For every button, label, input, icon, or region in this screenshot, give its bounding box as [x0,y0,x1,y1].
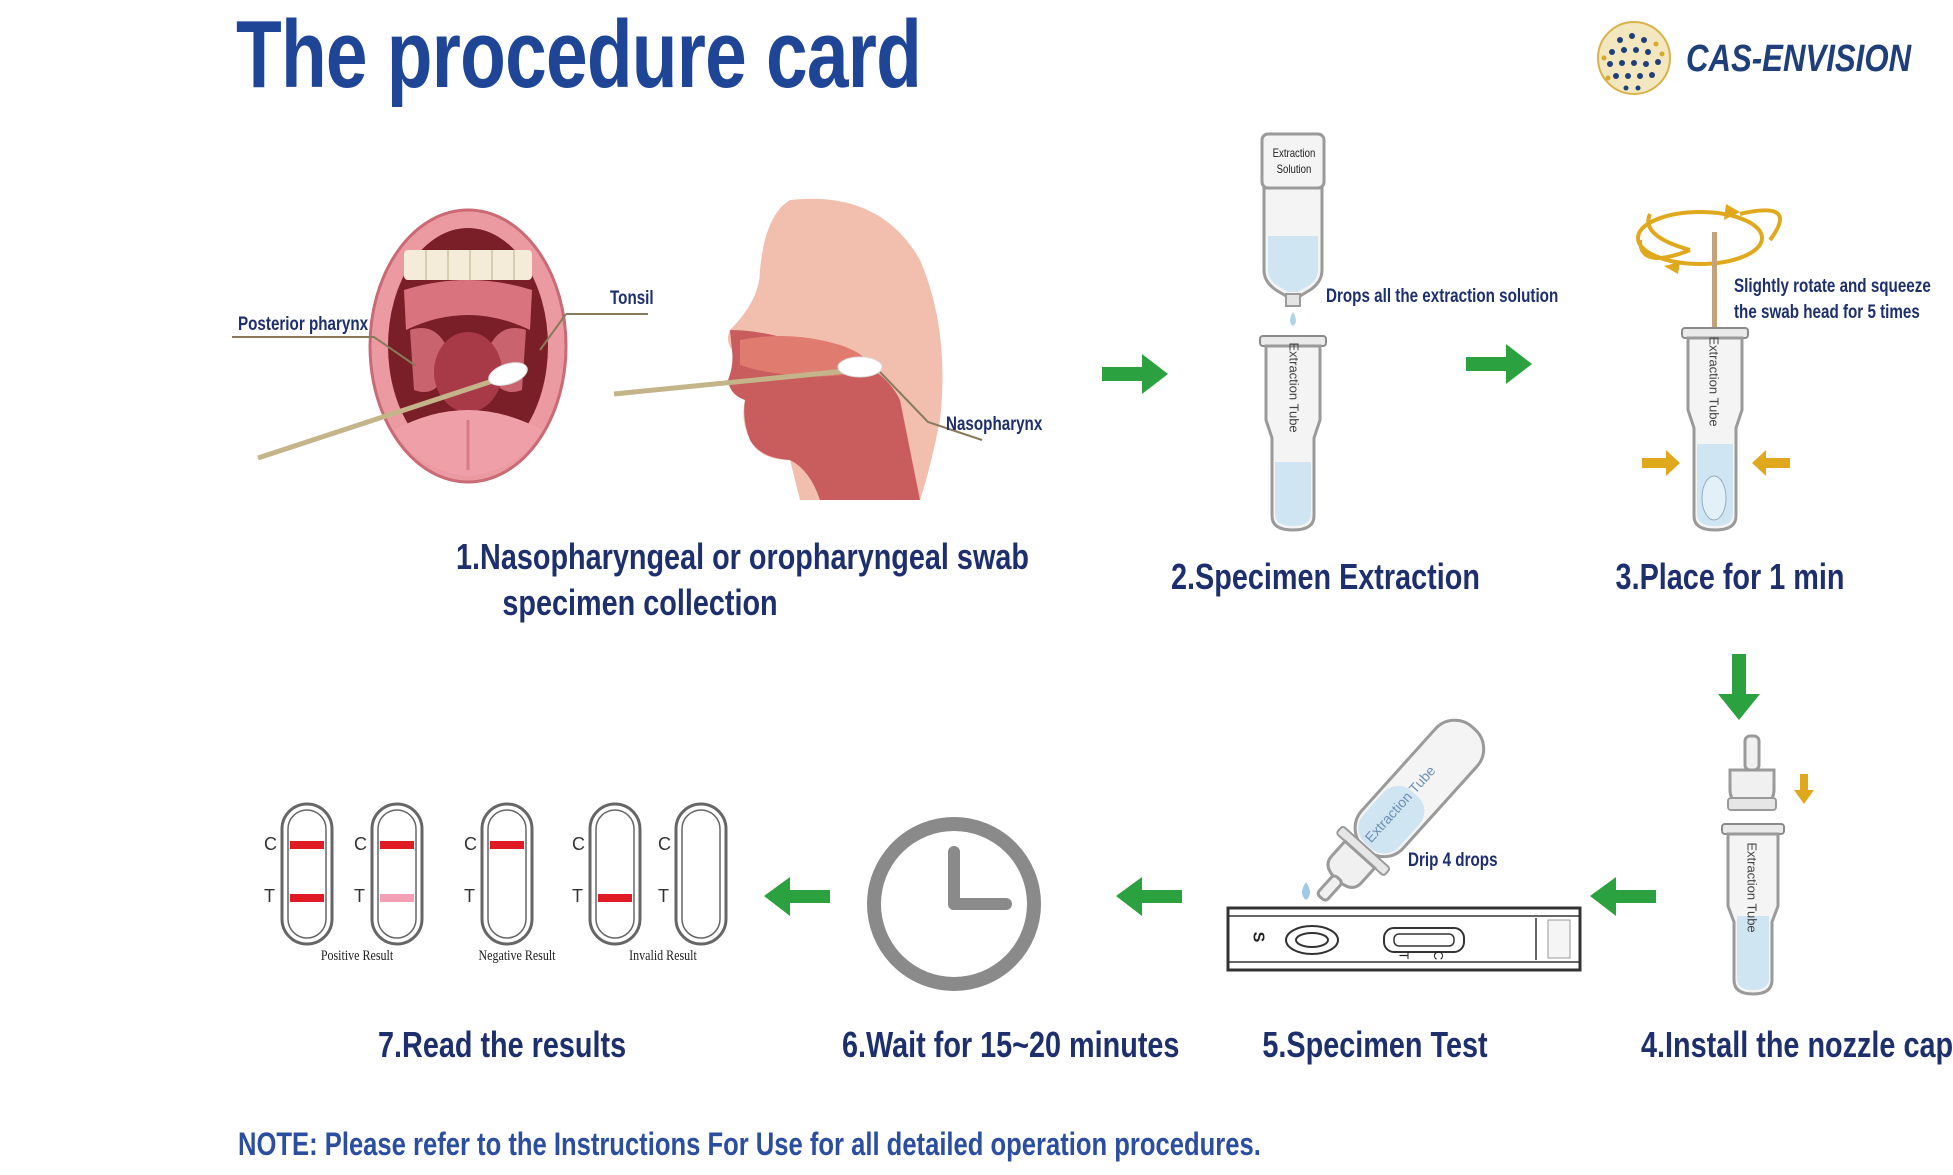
mark-c: C [264,834,277,854]
extraction-tube [1721,823,1785,996]
step4-title: 4.Install the nozzle cap [1641,1024,1953,1065]
dropper-tube [1316,718,1486,902]
result-positive-label: Positive Result [320,948,394,964]
bottle-label-line1: Extraction [1272,146,1316,160]
step2-instruction: Drops all the extraction solution [1326,286,1559,307]
extraction-tube-with-swab [1681,232,1749,532]
step3-tube-label: Extraction Tube [1706,336,1722,427]
arrow-left-icon [1590,877,1656,916]
arrow-right-icon [1466,344,1532,384]
test-line-faint [380,894,414,902]
squeeze-arrow-icon [1642,450,1790,476]
rotate-arrows-icon [1636,210,1764,266]
control-line [380,841,414,849]
step2-title: 2.Specimen Extraction [1171,556,1480,597]
step1-title-line2: specimen collection [502,582,778,623]
test-line [290,894,324,902]
clock-icon [867,817,1041,991]
mark-c: C [658,834,671,854]
step6-title: 6.Wait for 15~20 minutes [842,1024,1180,1065]
mark-t: T [264,886,275,906]
step3-title: 3.Place for 1 min [1615,556,1845,597]
result-invalid-label: Invalid Result [629,948,697,964]
result-negative-label: Negative Result [478,948,556,964]
label-tonsil: Tonsil [610,288,654,309]
mark-c: C [354,834,367,854]
arrow-down-small-icon [1794,774,1814,804]
control-line [490,841,524,849]
extraction-solution-bottle [1260,132,1326,326]
mark-t: T [572,886,583,906]
arrow-left-icon [1116,877,1182,916]
step5-title: 5.Specimen Test [1262,1024,1488,1065]
brand-name: CAS-ENVISION [1686,38,1912,80]
sample-well-mark: S [1249,931,1267,943]
test-line [598,894,632,902]
extraction-tube [1259,335,1327,532]
result-strip [480,802,534,946]
result-strip [674,802,728,946]
label-nasopharynx: Nasopharynx [946,414,1043,435]
mark-t: T [658,886,669,906]
mark-t: T [354,886,365,906]
step1-title-line1: 1.Nasopharyngeal or oropharyngeal swab [456,536,1029,577]
arrow-down-icon [1718,654,1760,720]
step3-instruction-line1: Slightly rotate and squeeze [1734,276,1931,297]
nozzle-cap [1727,734,1777,811]
result-strip [588,802,642,946]
step3-instruction-line2: the swab head for 5 times [1734,302,1920,323]
head-illustration [613,198,983,500]
control-line [290,841,324,849]
footer-note: NOTE: Please refer to the Instructions F… [238,1126,1261,1162]
arrow-left-icon [764,877,830,916]
result-strip [280,802,334,946]
page-title: The procedure card [236,1,922,108]
mark-c: C [572,834,585,854]
test-cassette [1226,906,1582,972]
mouth-illustration [232,208,648,484]
step5-instruction: Drip 4 drops [1408,850,1498,871]
bottle-label-line2: Solution [1276,162,1312,176]
step2-tube-label: Extraction Tube [1286,342,1302,433]
cassette-control-mark: C [1431,950,1447,961]
step7-title: 7.Read the results [378,1024,627,1065]
liquid-drop-icon [1302,882,1310,900]
cassette-test-mark: T [1396,951,1412,960]
label-posterior-pharynx: Posterior pharynx [238,314,369,335]
result-strip [370,802,424,946]
step4-tube-label: Extraction Tube [1744,842,1760,933]
mark-t: T [464,886,475,906]
arrow-right-icon [1102,354,1168,394]
mark-c: C [464,834,477,854]
brand-logo-icon [1597,21,1671,95]
